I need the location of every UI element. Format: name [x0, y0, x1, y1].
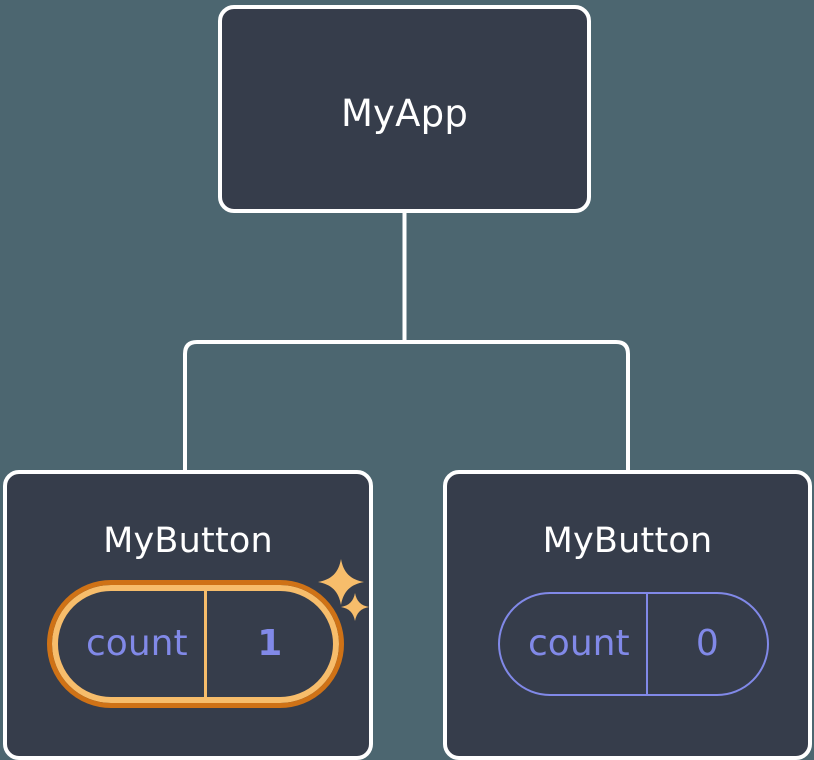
state-pill-right-value: 0	[695, 623, 719, 664]
node-mybutton-right-title: MyButton	[542, 521, 713, 561]
state-pill-right-key: count	[528, 623, 630, 664]
node-mybutton-left[interactable]: MyButton count 1	[3, 470, 373, 760]
node-mybutton-right[interactable]: MyButton count 0	[443, 470, 812, 760]
state-pill-left-divider	[203, 591, 207, 697]
state-pill-left[interactable]: count 1	[47, 580, 344, 708]
state-pill-right[interactable]: count 0	[498, 592, 769, 696]
node-myapp[interactable]: MyApp	[218, 5, 591, 213]
node-mybutton-left-title: MyButton	[103, 521, 273, 561]
connector-branch-bus	[183, 340, 630, 472]
state-pill-left-value: 1	[257, 623, 283, 664]
state-pill-left-key: count	[86, 623, 188, 664]
node-myapp-title: MyApp	[340, 92, 469, 135]
state-pill-right-divider	[645, 594, 648, 694]
diagram-canvas: MyApp MyButton count 1 MyButton count 0	[3, 5, 812, 760]
